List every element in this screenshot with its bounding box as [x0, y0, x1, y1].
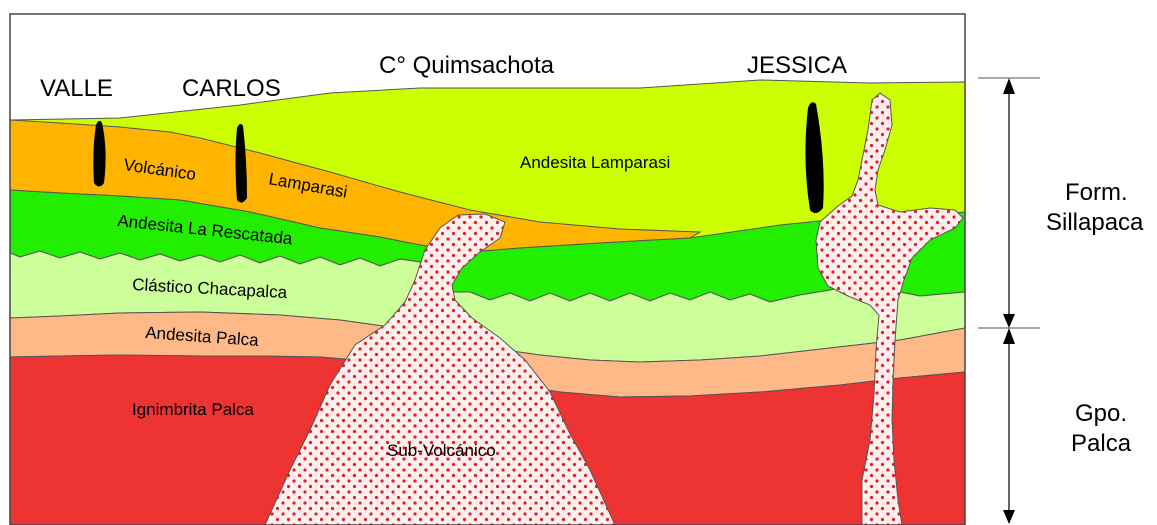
label-sub-volcanico: Sub-Volcánico	[387, 441, 496, 460]
label-quimsachota: C° Quimsachota	[379, 52, 555, 79]
arrow-up-palca	[1003, 328, 1015, 344]
label-andesita-lamparasi: Andesita Lamparasi	[520, 153, 670, 172]
label-sillapaca: Sillapaca	[1046, 209, 1144, 236]
arrow-up-sillapaca	[1003, 78, 1015, 94]
label-carlos: CARLOS	[182, 75, 281, 102]
label-jessica: JESSICA	[747, 52, 847, 79]
label-ignimbrita-palca: Ignimbrita Palca	[132, 400, 254, 419]
label-valle: VALLE	[40, 75, 113, 102]
arrow-down-sillapaca	[1003, 314, 1015, 328]
arrow-down-palca	[1003, 510, 1015, 524]
label-form: Form.	[1065, 179, 1128, 206]
label-gpo: Gpo.	[1075, 400, 1127, 427]
label-palca: Palca	[1071, 430, 1132, 457]
